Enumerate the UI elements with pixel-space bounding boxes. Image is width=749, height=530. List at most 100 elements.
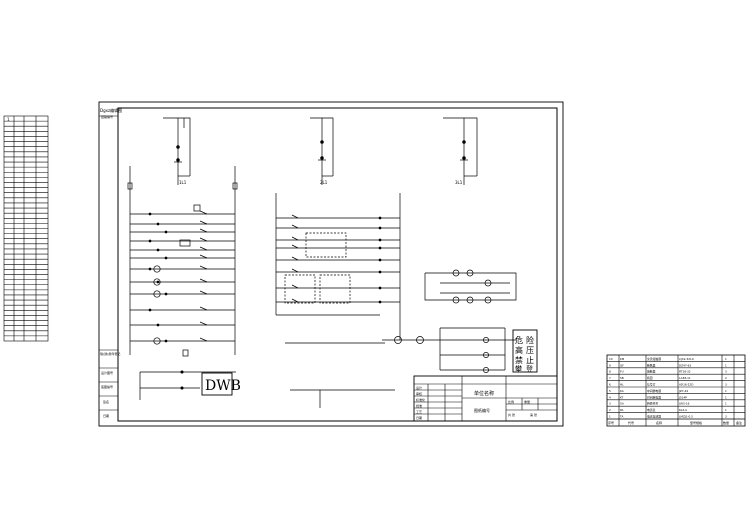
left-rung-node bbox=[148, 308, 152, 312]
left-component-table bbox=[3, 115, 49, 342]
parts-cell: 3 bbox=[725, 383, 727, 387]
middle-control-circuit bbox=[275, 193, 401, 408]
parts-cell: 断路器 bbox=[647, 363, 656, 367]
warning-char-1: 危 bbox=[515, 335, 523, 345]
parts-cell: 5 bbox=[609, 389, 611, 393]
middle-rung-contact bbox=[291, 268, 299, 273]
middle-rung-contact bbox=[291, 256, 299, 261]
left-rung-contact bbox=[199, 237, 208, 242]
parts-cell: 2 bbox=[725, 376, 727, 380]
parts-cell: LMZJ1-0.5 bbox=[679, 415, 693, 419]
middle-rung-node bbox=[378, 258, 382, 262]
parts-cell: 6L2-A bbox=[679, 408, 687, 412]
parts-header-model: 型号规格 bbox=[690, 420, 702, 425]
middle-rung-contact bbox=[291, 244, 299, 249]
margin-label-sign: 签名 bbox=[103, 399, 109, 404]
parts-cell: SB bbox=[620, 376, 624, 380]
parts-cell: 时间继电器 bbox=[647, 395, 661, 399]
left-rung-node bbox=[156, 222, 160, 226]
parts-cell: JS14P bbox=[678, 395, 687, 399]
left-rung-contact bbox=[199, 246, 208, 251]
margin-label-base: 底图编号 bbox=[101, 384, 113, 389]
left-rung-contact bbox=[199, 220, 208, 225]
parts-cell: 1 bbox=[725, 363, 727, 367]
parts-cell: LW5-16 bbox=[679, 402, 690, 406]
parts-cell: DZ47-63 bbox=[679, 363, 691, 367]
feeder-label-1: 1L1 bbox=[179, 180, 187, 185]
parts-header-note: 备注 bbox=[736, 420, 742, 425]
parts-cell: 1 bbox=[609, 415, 611, 419]
right-signal-circuit bbox=[382, 269, 538, 373]
warning-char-2: 险 bbox=[526, 335, 534, 345]
left-rung-node bbox=[148, 212, 152, 216]
feeder-label-2: 2L1 bbox=[320, 180, 328, 185]
parts-cell: 按钮 bbox=[647, 376, 653, 380]
parts-cell: 转换开关 bbox=[647, 402, 658, 406]
parts-cell: KT bbox=[620, 395, 624, 399]
middle-rung-contact bbox=[291, 298, 299, 303]
parts-cell: QF bbox=[620, 363, 624, 367]
parts-cell: 熔断器 bbox=[647, 370, 656, 374]
middle-rung-contact bbox=[291, 224, 299, 229]
parts-cell: 9 bbox=[609, 363, 611, 367]
warning-char-8: 登 bbox=[526, 364, 533, 373]
title-cell-review: 审核 bbox=[416, 391, 422, 396]
warning-char-5: 禁 bbox=[515, 356, 523, 365]
parts-cell: 2 bbox=[609, 408, 611, 412]
parts-cell: KA bbox=[620, 389, 624, 393]
middle-rung-node bbox=[378, 216, 382, 220]
left-rung-node bbox=[164, 256, 168, 260]
parts-cell: SA bbox=[620, 402, 624, 406]
middle-rung-node bbox=[378, 300, 382, 304]
parts-cell: 3 bbox=[609, 402, 611, 406]
parts-cell: KM bbox=[620, 357, 625, 361]
parts-cell: AD16-22D bbox=[679, 383, 693, 387]
margin-label-date: 日期 bbox=[103, 413, 109, 418]
middle-rung-node bbox=[378, 246, 382, 250]
title-drawing-no: 图纸编号 bbox=[474, 407, 490, 413]
middle-rung-contact bbox=[291, 284, 299, 289]
left-rung-contact bbox=[199, 278, 208, 283]
parts-cell: LA38-11 bbox=[679, 376, 691, 380]
warning-char-3: 高 bbox=[515, 345, 523, 355]
feeder-3 bbox=[443, 117, 478, 185]
title-cell-standard: 标准化 bbox=[416, 397, 425, 402]
title-block bbox=[413, 375, 558, 422]
parts-cell: 电流互感器 bbox=[647, 415, 661, 419]
parts-cell: RT18-32 bbox=[679, 370, 691, 374]
left-control-circuit bbox=[127, 166, 238, 357]
sheet-subtitle: 回路编号 bbox=[101, 114, 113, 119]
title-cell-process: 工艺 bbox=[416, 409, 422, 414]
parts-cell: 10 bbox=[609, 357, 613, 361]
parts-cell: 1 bbox=[725, 395, 727, 399]
parts-cell: 7 bbox=[609, 376, 611, 380]
title-weight-label: 重量 bbox=[524, 399, 530, 404]
left-rung-node bbox=[156, 323, 160, 327]
parts-cell: 1 bbox=[725, 408, 727, 412]
warning-char-6: 止 bbox=[526, 355, 534, 365]
dwb-circuit bbox=[139, 370, 236, 400]
parts-cell: 3 bbox=[725, 370, 727, 374]
parts-cell: JZ7-44 bbox=[678, 389, 688, 393]
parts-cell: 1 bbox=[725, 402, 727, 406]
feeder-2 bbox=[310, 117, 334, 185]
title-scale-label: 比例 bbox=[508, 399, 514, 404]
middle-rung-node bbox=[378, 286, 382, 290]
parts-cell: PA bbox=[620, 408, 624, 412]
title-cell-design: 设计 bbox=[416, 385, 422, 390]
left-rung-node bbox=[164, 292, 168, 296]
feeder-1 bbox=[163, 117, 191, 185]
left-rung-node bbox=[164, 230, 168, 234]
left-rung-contact bbox=[199, 254, 208, 259]
left-rung-contact bbox=[199, 321, 208, 326]
left-rung-node bbox=[156, 280, 160, 284]
middle-rung-node bbox=[378, 270, 382, 274]
middle-rung-contact bbox=[291, 214, 299, 219]
parts-cell: 4 bbox=[609, 395, 611, 399]
warning-char-7: 攀 bbox=[515, 364, 522, 373]
title-total-label: 共 张 bbox=[508, 412, 515, 417]
parts-cell: CJX2-3210 bbox=[679, 357, 694, 361]
left-rung-contact bbox=[199, 228, 208, 233]
parts-cell: 6 bbox=[609, 383, 611, 387]
parts-cell: 中间继电器 bbox=[647, 389, 661, 393]
